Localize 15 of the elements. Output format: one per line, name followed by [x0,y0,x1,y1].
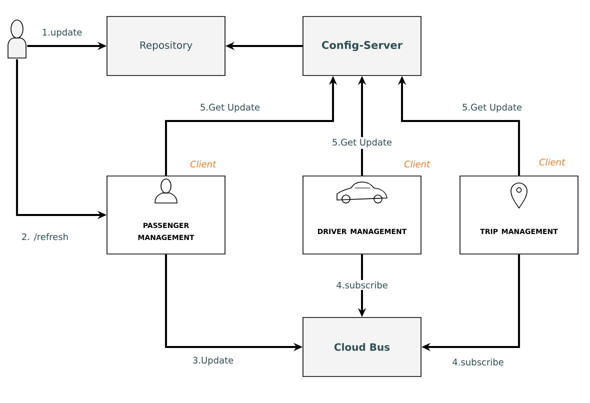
edge-label: 5.Get Update [330,137,394,149]
edge-label: 2. /refresh [20,232,70,242]
edge-label: 4.subscribe [334,280,390,290]
client-label: Client [539,158,566,166]
edge-label: 3.Update [190,355,236,367]
bus-box: Cloud Bus [302,317,422,377]
edge-label: 1.update [40,27,84,39]
edge-label: 5.Get Update [198,102,262,114]
edge-label: 5.Get Update [460,102,524,114]
repository-box: Repository [106,16,226,76]
server-box: Config-Server [302,16,422,76]
person-icon [8,20,26,58]
client-label: Client [404,160,430,168]
edge-label: 4.subscribe [450,357,506,367]
client-label: Client [190,160,216,168]
